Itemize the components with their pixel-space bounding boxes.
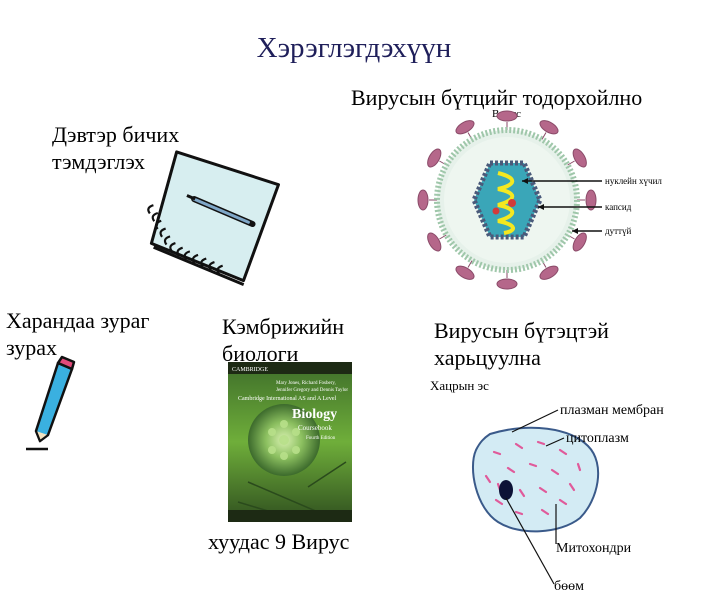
book-cover-title: Biology: [292, 407, 337, 422]
book-label-line1: Кэмбрижийн: [222, 314, 345, 339]
pencil-label: Харандаа зураг зурах: [6, 307, 149, 361]
cell-diagram-title: Хацрын эс: [430, 378, 489, 393]
page-title: Хэрэглэгдэхүүн: [256, 32, 452, 64]
pencil-icon: [26, 355, 76, 451]
virus-label-nucleic: нуклейн хүчил: [605, 176, 662, 186]
notebook-label-line1: Дэвтэр бичих: [52, 122, 180, 147]
cell-label-membrane: плазман мембран: [560, 403, 664, 418]
virus-heading: Вирусын бүтцийг тодорхойлно: [351, 85, 643, 110]
notebook-label-line2: тэмдэглэх: [52, 149, 145, 174]
virus-diagram: Вирус нуклейн хүчил капсид дуттүй: [417, 108, 662, 290]
book-cover-authors1: Mary Jones, Richard Fosbery,: [276, 381, 336, 386]
book-caption: хуудас 9 Вирус: [208, 529, 350, 554]
cell-heading-line2: харьцуулна: [434, 345, 541, 370]
virus-label-capsid: капсид: [605, 202, 632, 212]
book-cover-type: Coursebook: [298, 424, 332, 432]
book-cover-edition: Fourth Edition: [306, 436, 336, 441]
notebook-icon: [147, 150, 280, 286]
book-label-line2: биологи: [222, 341, 299, 366]
cell-heading-line1: Вирусын бүтэцтэй: [434, 318, 609, 343]
cheek-cell-diagram: Хацрын эс плазман мембран цитоплазм Мито…: [430, 378, 664, 594]
pencil-label-line2: зурах: [6, 335, 57, 360]
biology-book-cover: CAMBRIDGE Mary Jones, Richard Fosbery, J…: [228, 362, 352, 522]
book-label: Кэмбрижийн биологи: [222, 313, 344, 367]
cell-label-nucleus: бөөм: [554, 579, 584, 594]
virus-label-envelope: дуттүй: [605, 226, 631, 236]
pencil-label-line1: Харандаа зураг: [6, 308, 150, 333]
notebook-label: Дэвтэр бичих тэмдэглэх: [52, 121, 179, 175]
book-cover-publisher: CAMBRIDGE: [232, 367, 268, 373]
book-cover-subtitle: Cambridge International AS and A Level: [238, 396, 336, 402]
cell-label-mito: Митохондри: [556, 541, 632, 556]
cell-heading: Вирусын бүтэцтэй харьцуулна: [434, 317, 609, 371]
cell-label-cytoplasm: цитоплазм: [566, 431, 629, 446]
book-cover-authors2: Jennifer Gregory and Dennis Taylor: [276, 388, 348, 393]
